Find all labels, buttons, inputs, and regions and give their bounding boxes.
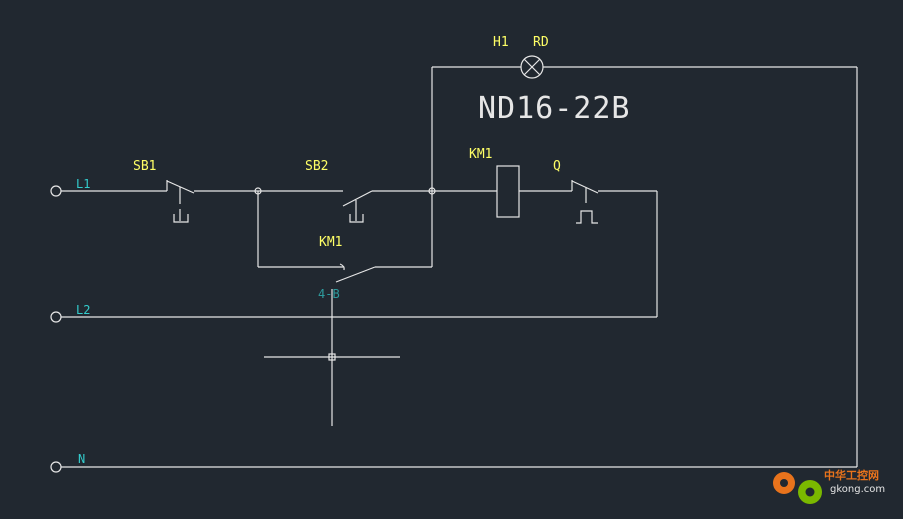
q-overload-contact [571,180,599,224]
watermark-url: gkong.com [830,484,885,495]
lamp-h1 [520,55,544,79]
label-q: Q [553,159,561,174]
label-sb2: SB2 [305,159,328,174]
label-l1: L1 [76,177,90,191]
sb2-start-button [342,190,373,223]
watermark-logo: 中华工控网 gkong.com [773,468,885,504]
label-n: N [78,452,85,466]
label-km1-contact: KM1 [319,235,342,250]
watermark-cn: 中华工控网 [824,468,879,482]
crosshair-cursor [264,289,400,426]
label-crossref: 4-B [318,287,340,301]
label-rd: RD [533,35,549,50]
sb1-stop-button [166,180,195,223]
terminal-n [50,461,62,473]
label-h1: H1 [493,35,509,50]
label-l2: L2 [76,303,90,317]
km1-coil [496,165,520,218]
km1-holding-contact [257,67,433,283]
terminal-l2 [50,311,62,323]
label-sb1: SB1 [133,159,156,174]
label-lamp-model: ND16-22B [478,91,631,126]
terminal-l1 [50,185,62,197]
label-km1-coil: KM1 [469,147,492,162]
